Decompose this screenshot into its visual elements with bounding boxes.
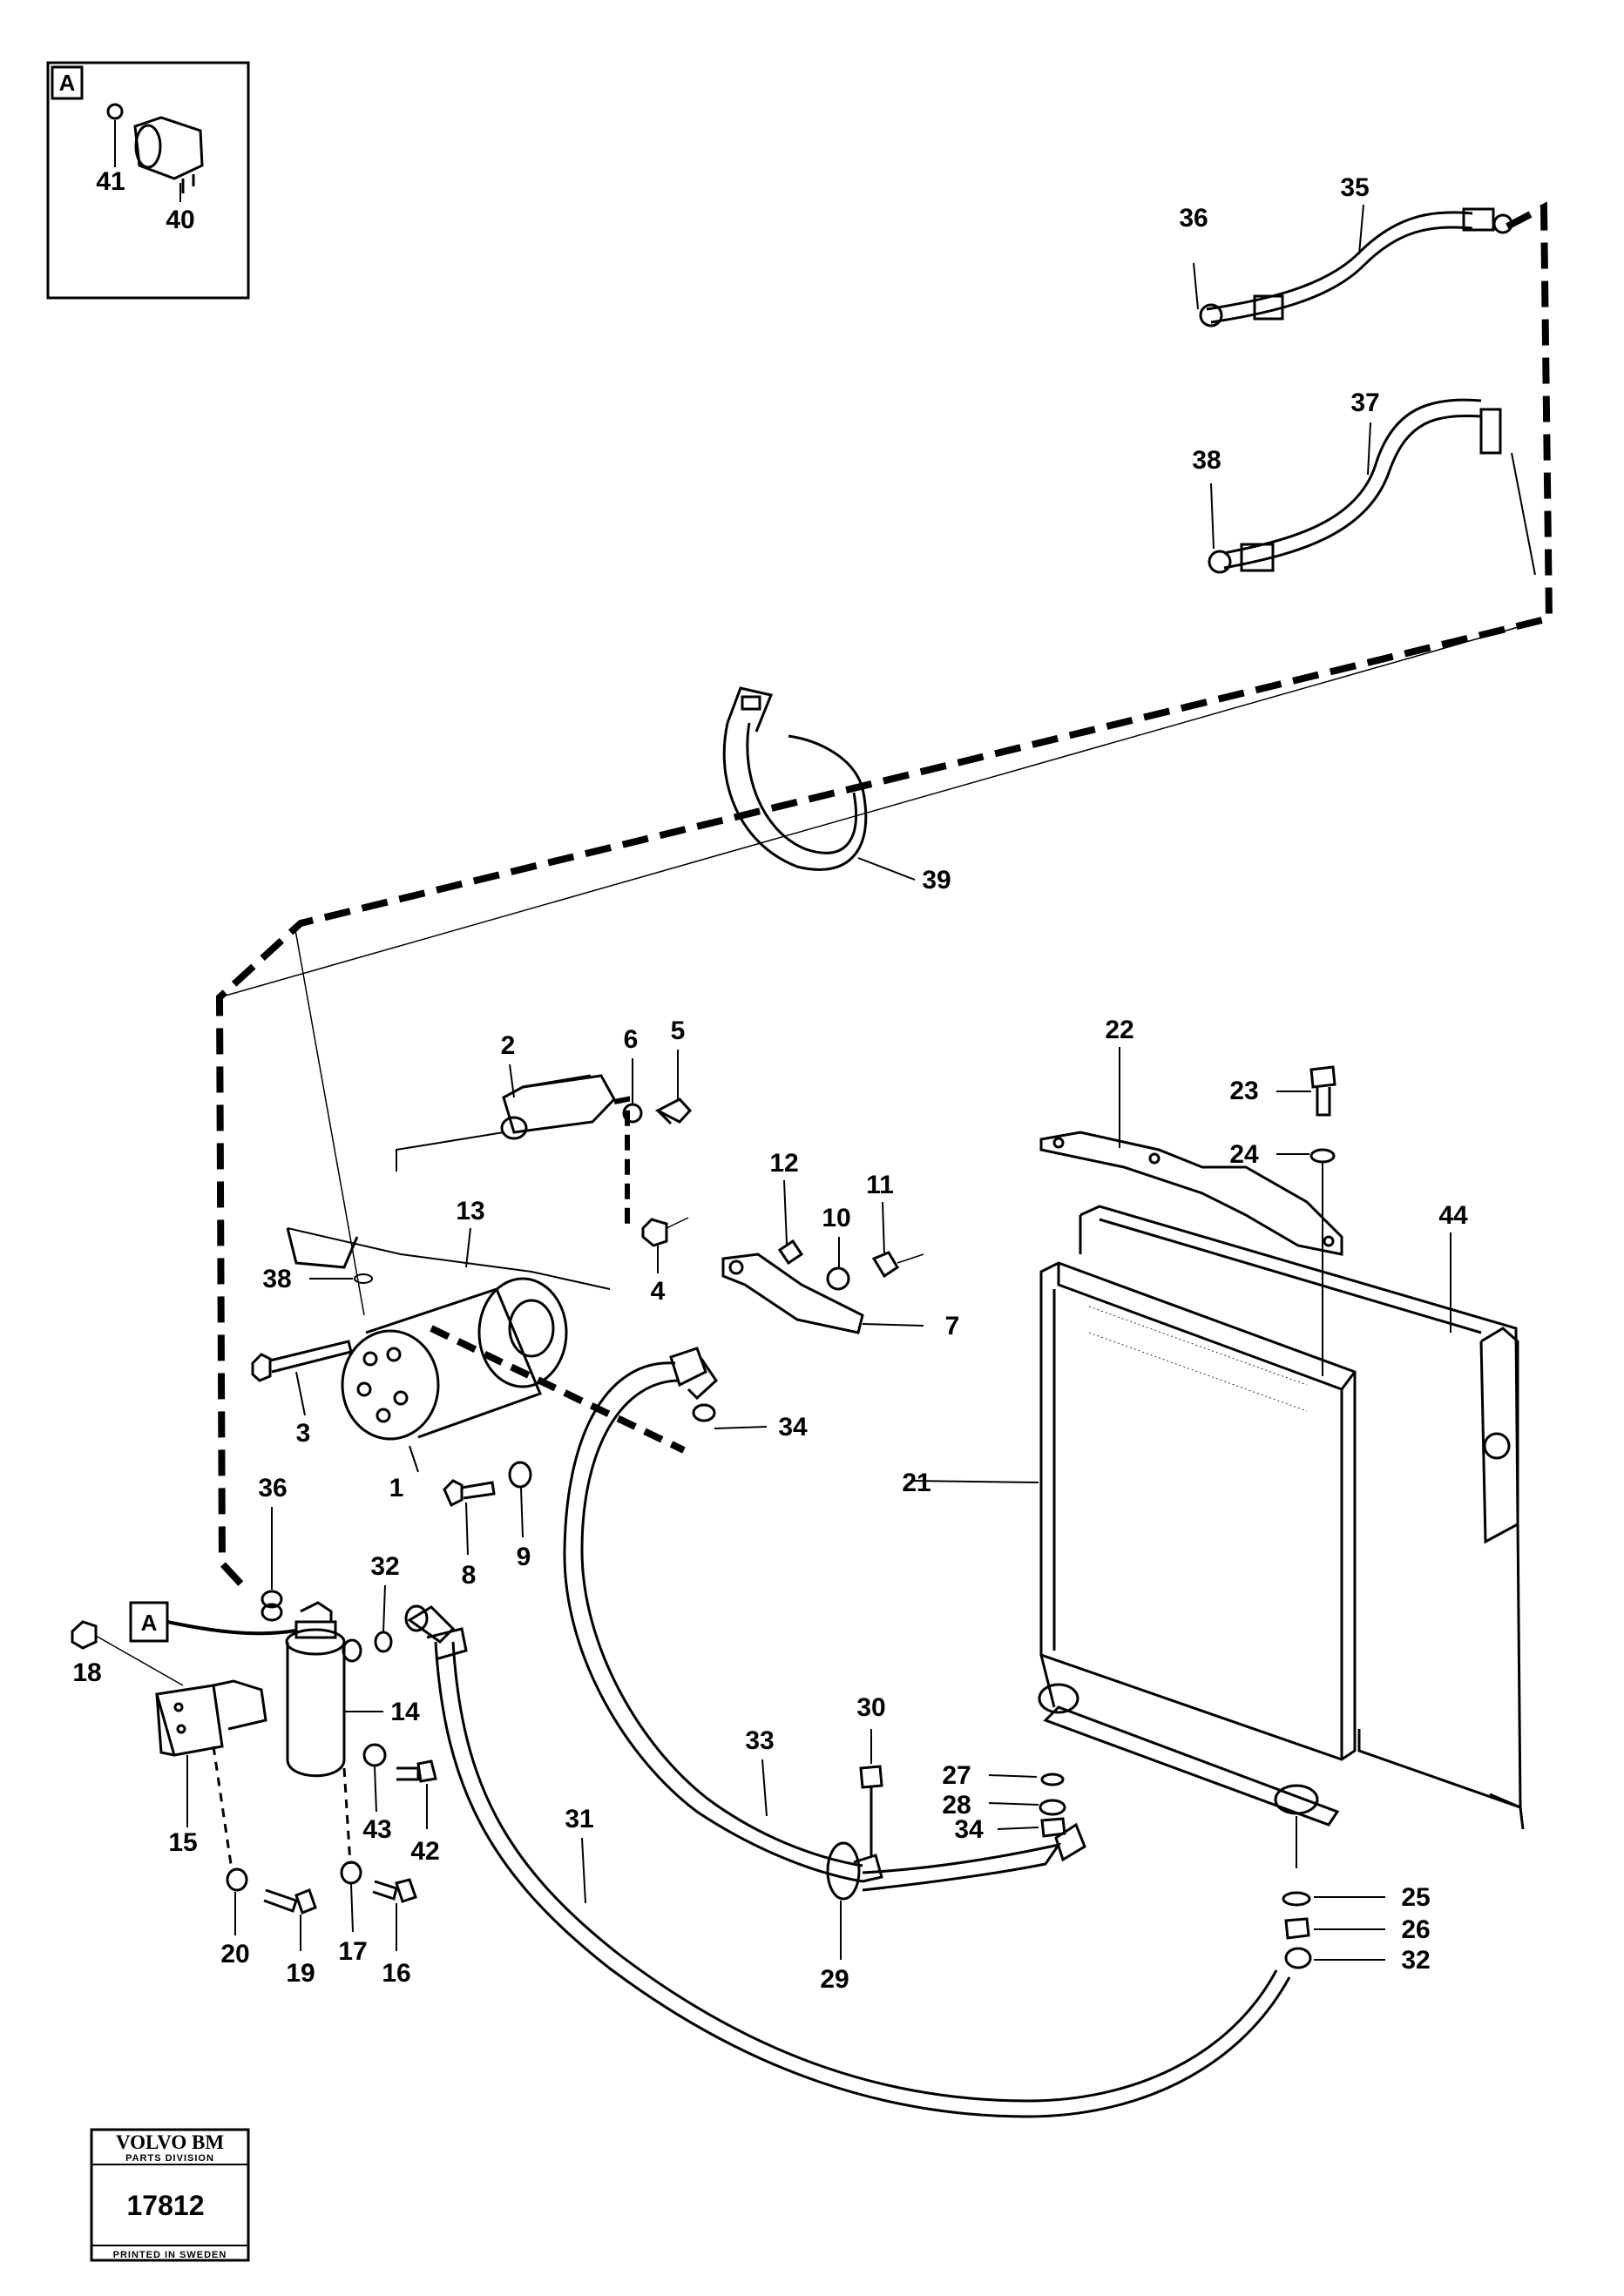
label-38-top: 38 xyxy=(1192,446,1221,475)
bolt-23 xyxy=(1309,1065,1336,1117)
label-6: 6 xyxy=(624,1025,639,1054)
hose-31 xyxy=(404,1604,1291,2118)
hose-clamp-39 xyxy=(722,686,868,871)
label-44: 44 xyxy=(1438,1201,1468,1230)
routing-dashed-line xyxy=(215,201,1553,1588)
bracket-15 xyxy=(155,1679,267,1757)
label-16: 16 xyxy=(382,1959,410,1988)
bolt-19 xyxy=(263,1888,317,1914)
label-7: 7 xyxy=(945,1312,960,1340)
label-21: 21 xyxy=(902,1469,930,1497)
bolt-8 xyxy=(443,1479,496,1508)
hose-37 xyxy=(1208,398,1502,574)
label-5: 5 xyxy=(671,1016,686,1045)
label-32-right: 32 xyxy=(1401,1946,1430,1975)
label-9: 9 xyxy=(517,1543,531,1571)
label-1: 1 xyxy=(389,1474,404,1503)
label-40: 40 xyxy=(166,206,194,234)
stamp-division: PARTS DIVISION xyxy=(125,2153,214,2164)
label-28: 28 xyxy=(942,1791,971,1820)
label-32-left: 32 xyxy=(370,1552,399,1581)
label-34-mid: 34 xyxy=(778,1413,808,1442)
label-35: 35 xyxy=(1340,173,1369,202)
label-19: 19 xyxy=(286,1959,315,1988)
bracket-7 xyxy=(721,1253,864,1334)
label-13: 13 xyxy=(456,1197,484,1226)
hose-35 xyxy=(1199,207,1513,328)
label-39: 39 xyxy=(922,866,951,895)
label-37: 37 xyxy=(1350,388,1379,417)
inset-tag: A xyxy=(59,70,76,96)
label-11: 11 xyxy=(866,1171,894,1199)
bolt-42 xyxy=(396,1759,437,1783)
label-22: 22 xyxy=(1105,1016,1133,1044)
bolt-16 xyxy=(372,1878,417,1903)
label-34-low: 34 xyxy=(954,1815,984,1844)
label-10: 10 xyxy=(822,1204,850,1232)
label-43: 43 xyxy=(362,1815,391,1844)
label-36-left: 36 xyxy=(258,1474,287,1503)
sleeve-2 xyxy=(500,1074,616,1140)
label-38-mid: 38 xyxy=(262,1265,291,1293)
label-33: 33 xyxy=(745,1726,774,1755)
pressure-switch-icon xyxy=(106,103,204,193)
label-26: 26 xyxy=(1401,1915,1430,1944)
label-14: 14 xyxy=(390,1698,420,1726)
label-25: 25 xyxy=(1401,1883,1430,1912)
bolt-3 xyxy=(251,1340,353,1382)
label-42: 42 xyxy=(410,1837,439,1866)
label-17: 17 xyxy=(338,1937,367,1966)
hose-33 xyxy=(563,1347,1086,1892)
label-4: 4 xyxy=(651,1277,666,1306)
label-2: 2 xyxy=(501,1031,516,1060)
label-8: 8 xyxy=(462,1561,477,1590)
bracket-22 xyxy=(1039,1131,1343,1256)
radiator-44 xyxy=(1079,1205,1525,1830)
label-27: 27 xyxy=(942,1761,971,1790)
label-15: 15 xyxy=(168,1828,197,1857)
clip-29 xyxy=(826,1841,883,1901)
label-18: 18 xyxy=(72,1658,101,1687)
label-20: 20 xyxy=(220,1940,249,1968)
label-30: 30 xyxy=(856,1693,885,1722)
volvo-bm-stamp: VOLVO BM PARTS DIVISION 17812 PRINTED IN… xyxy=(90,2128,250,2262)
detail-inset-a: A 41 40 xyxy=(46,61,250,300)
label-12: 12 xyxy=(769,1149,798,1178)
label-29: 29 xyxy=(820,1965,849,1994)
label-3: 3 xyxy=(296,1419,311,1448)
callout-a-tag: A xyxy=(141,1610,158,1636)
label-31: 31 xyxy=(565,1805,593,1833)
stamp-number: 17812 xyxy=(127,2190,205,2221)
stamp-printed: PRINTED IN SWEDEN xyxy=(113,2250,227,2260)
label-36-top: 36 xyxy=(1179,204,1208,233)
condenser-21 xyxy=(1038,1261,1357,1827)
label-23: 23 xyxy=(1229,1077,1258,1105)
stamp-brand: VOLVO BM xyxy=(116,2131,224,2153)
receiver-drier-14 xyxy=(285,1601,362,1778)
label-41: 41 xyxy=(96,167,125,196)
belt-line xyxy=(287,1227,611,1290)
bolt-30 xyxy=(859,1765,883,1855)
label-24: 24 xyxy=(1229,1140,1259,1169)
compressor-1 xyxy=(286,1227,568,1441)
